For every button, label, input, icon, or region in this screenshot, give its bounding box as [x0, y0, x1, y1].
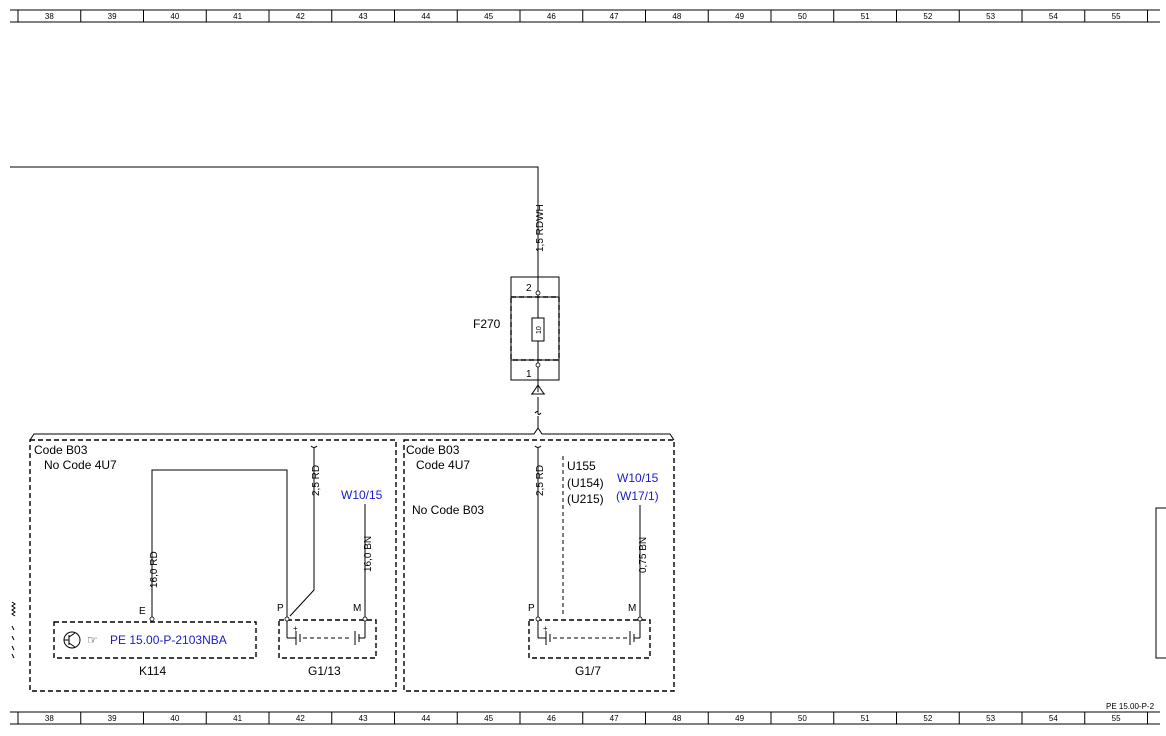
ruler-column-number: 51 [861, 714, 870, 723]
left-edge-fragment [11, 601, 16, 659]
code-bracket [29, 427, 675, 441]
ruler-column-number: 40 [170, 12, 179, 21]
left-ground-w10-15[interactable]: W10/15 [341, 488, 383, 502]
battery-icon: + [286, 621, 366, 645]
ruler-column-number: 52 [923, 12, 932, 21]
left-wire-p-label: 2,5 RD [311, 465, 322, 496]
right-pin-m: M [628, 603, 636, 614]
k114-reference-link[interactable]: PE 15.00-P-2103NBA [110, 633, 227, 647]
battery-icon: + [537, 621, 641, 645]
left-condition-label: No Code 4U7 [44, 458, 117, 472]
ruler-column-number: 42 [296, 714, 305, 723]
right-pin-p: P [528, 603, 535, 614]
left-code-label: Code B03 [34, 443, 88, 457]
right-wire-m-label: 0,75 BN [638, 537, 649, 573]
ruler-column-number: 46 [547, 12, 556, 21]
page-reference: PE 15.00-P-2 [1106, 702, 1155, 711]
svg-text:+: + [293, 624, 298, 633]
fuse-name: F270 [473, 317, 501, 331]
ruler-column-number: 44 [421, 12, 430, 21]
ruler-column-number: 52 [923, 714, 932, 723]
right-wire-p-label: 2,5 RD [535, 465, 546, 496]
feed-wire: 1,5 RDWH [10, 166, 546, 278]
ruler-column-number: 41 [233, 12, 242, 21]
svg-text:+: + [543, 624, 548, 633]
column-ruler-bottom: 38 39 40 41 42 43 44 45 46 47 48 49 50 51 52 53 54 55 [10, 711, 1160, 725]
right-code-label: Code B03 [406, 443, 460, 457]
fuse-pin-2: 2 [526, 283, 532, 294]
code-block-left: Code B03 No Code 4U7 ☞ PE 15.00-P-2103NB… [29, 439, 397, 692]
ruler-column-number: 53 [986, 12, 995, 21]
left-pin-m: M [353, 603, 361, 614]
right-battery-label: G1/7 [575, 664, 601, 678]
ruler-column-number: 49 [735, 12, 744, 21]
left-battery-label: G1/13 [308, 664, 341, 678]
ruler-column-number: 39 [108, 714, 117, 723]
ruler-column-number: 45 [484, 12, 493, 21]
ruler-column-number: 50 [798, 714, 807, 723]
ruler-column-number: 48 [672, 12, 681, 21]
ruler-column-number: 53 [986, 714, 995, 723]
right-ground-w17-1[interactable]: (W17/1) [616, 489, 659, 503]
ruler-column-number: 43 [359, 714, 368, 723]
fuse-f270: 10 2 1 F270 [473, 276, 560, 428]
ruler-column-number: 48 [672, 714, 681, 723]
fuse-rating: 10 [536, 326, 543, 334]
ruler-column-number: 42 [296, 12, 305, 21]
right-edge-fragment [1155, 507, 1166, 659]
ruler-column-number: 41 [233, 714, 242, 723]
left-pin-p: P [277, 603, 284, 614]
ruler-column-number: 47 [610, 12, 619, 21]
column-ruler-top: 38 39 40 41 42 43 44 45 46 47 48 49 50 51 52 53 54 55 [10, 9, 1160, 23]
right-ground-w10-15[interactable]: W10/15 [617, 471, 659, 485]
left-wire-e-label: 16,0 RD [149, 551, 160, 588]
ruler-column-number: 55 [1112, 12, 1121, 21]
ruler-column-number: 54 [1049, 714, 1058, 723]
ruler-column-number: 46 [547, 714, 556, 723]
ruler-column-number: 43 [359, 12, 368, 21]
left-wire-m-label: 16,0 BN [363, 536, 374, 572]
ruler-column-number: 38 [45, 12, 54, 21]
k114-label: K114 [139, 664, 166, 678]
ruler-column-number: 44 [421, 714, 430, 723]
wire-label-rdwh: 1,5 RDWH [535, 204, 546, 252]
transistor-icon [63, 631, 81, 649]
ruler-column-number: 47 [610, 714, 619, 723]
ruler-column-number: 49 [735, 714, 744, 723]
right-no-code-label: No Code B03 [412, 503, 484, 517]
unit-u155: U155 [567, 459, 596, 473]
ruler-column-number: 38 [45, 714, 54, 723]
ruler-column-number: 55 [1112, 714, 1121, 723]
right-condition-label: Code 4U7 [416, 458, 470, 472]
ruler-column-number: 51 [861, 12, 870, 21]
ruler-column-number: 50 [798, 12, 807, 21]
ruler-column-number: 54 [1049, 12, 1058, 21]
ruler-column-number: 39 [108, 12, 117, 21]
code-block-right: Code B03 Code 4U7 No Code B03 2,5 RD P U… [403, 439, 675, 692]
unit-u154: (U154) [567, 476, 604, 490]
unit-u215: (U215) [567, 492, 604, 506]
fuse-pin-1: 1 [526, 369, 532, 380]
ruler-column-number: 40 [170, 714, 179, 723]
pointing-hand-icon: ☞ [87, 633, 98, 647]
left-pin-e: E [139, 606, 146, 617]
ruler-column-number: 45 [484, 714, 493, 723]
